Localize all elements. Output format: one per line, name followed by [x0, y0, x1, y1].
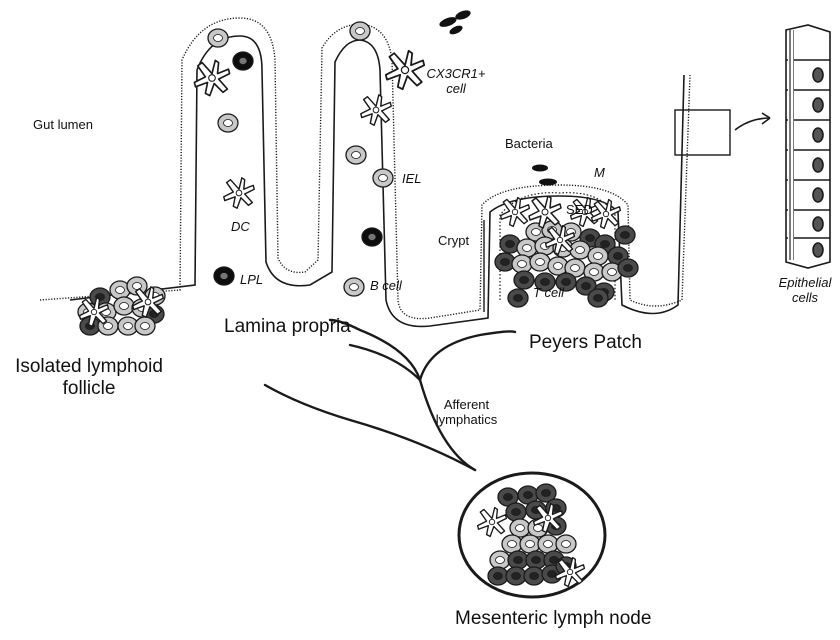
lymph-node-cell: [520, 535, 540, 553]
lymph-node-cell: [502, 535, 522, 553]
label-b-cell: B cell: [370, 279, 402, 294]
peyers-patch-cell: [618, 259, 638, 277]
label-afferent-lymphatics: Afferent lymphatics: [424, 398, 509, 428]
label-mesenteric-lymph-node: Mesenteric lymph node: [455, 608, 651, 630]
peyers-patch-cell: [508, 289, 528, 307]
label-epithelial-line1: Epithelial: [770, 276, 840, 291]
label-follicle-line2: follicle: [0, 378, 178, 400]
label-crypt: Crypt: [438, 234, 469, 249]
lamina-cell: [350, 22, 370, 40]
label-cx3cr1-line1: CX3CR1+: [421, 67, 491, 82]
lymph-node-cell: [524, 567, 544, 585]
label-m-cell: M: [594, 166, 605, 181]
label-sed: SED: [566, 203, 593, 218]
lamina-cell: [344, 278, 364, 296]
label-peyers-patch: Peyers Patch: [529, 332, 642, 354]
immune-cells: [78, 22, 638, 585]
follicle-cell: [135, 317, 155, 335]
lymph-node-cell: [488, 567, 508, 585]
lamina-cell: [208, 29, 228, 47]
lamina-cell: [346, 146, 366, 164]
lymph-node-cell: [490, 551, 510, 569]
label-epithelial-cells: Epithelial cells: [770, 276, 840, 306]
label-bacteria: Bacteria: [505, 137, 553, 152]
peyers-patch-cell: [615, 226, 635, 244]
zoom-arrow: [735, 118, 770, 130]
dendritic-cell: [361, 95, 391, 125]
label-afferent-line1: Afferent: [424, 398, 509, 413]
lymph-node-cell: [508, 551, 528, 569]
lymph-node-cell: [556, 535, 576, 553]
peyers-patch-cell: [530, 253, 550, 271]
label-lpl: LPL: [240, 273, 263, 288]
dendritic-cell: [194, 60, 229, 95]
bacteria-group: [438, 9, 557, 186]
label-lamina-propria: Lamina propria: [224, 316, 351, 338]
label-cx3cr1-line2: cell: [421, 82, 491, 97]
label-afferent-line2: lymphatics: [424, 413, 509, 428]
label-iel: IEL: [402, 172, 422, 187]
lymph-node-cell: [510, 519, 530, 537]
peyers-patch-cell: [514, 271, 534, 289]
lamina-cell: [214, 267, 234, 285]
peyers-patch-cell: [512, 255, 532, 273]
follicle-cell: [114, 297, 134, 315]
epithelial-cell-strip: [786, 25, 830, 268]
lamina-cell: [362, 228, 382, 246]
label-isolated-lymphoid-follicle: Isolated lymphoid follicle: [0, 356, 178, 400]
label-gut-lumen: Gut lumen: [33, 118, 93, 133]
peyers-patch-cell: [588, 247, 608, 265]
lamina-cell: [233, 52, 253, 70]
lymph-node-cell: [506, 567, 526, 585]
lymph-node-cell: [526, 551, 546, 569]
label-cx3cr1: CX3CR1+ cell: [421, 67, 491, 97]
afferent-lymphatics: [265, 320, 515, 470]
lamina-cell: [373, 169, 393, 187]
label-t-cell: T cell: [533, 286, 564, 301]
peyers-patch-cell: [588, 289, 608, 307]
lymph-node-cell: [538, 535, 558, 553]
label-dc: DC: [231, 220, 250, 235]
label-epithelial-line2: cells: [770, 291, 840, 306]
label-follicle-line1: Isolated lymphoid: [0, 356, 178, 378]
lamina-cell: [218, 114, 238, 132]
lymph-node-cell: [506, 503, 526, 521]
peyers-patch-cell: [570, 241, 590, 259]
dendritic-cell: [224, 178, 254, 208]
